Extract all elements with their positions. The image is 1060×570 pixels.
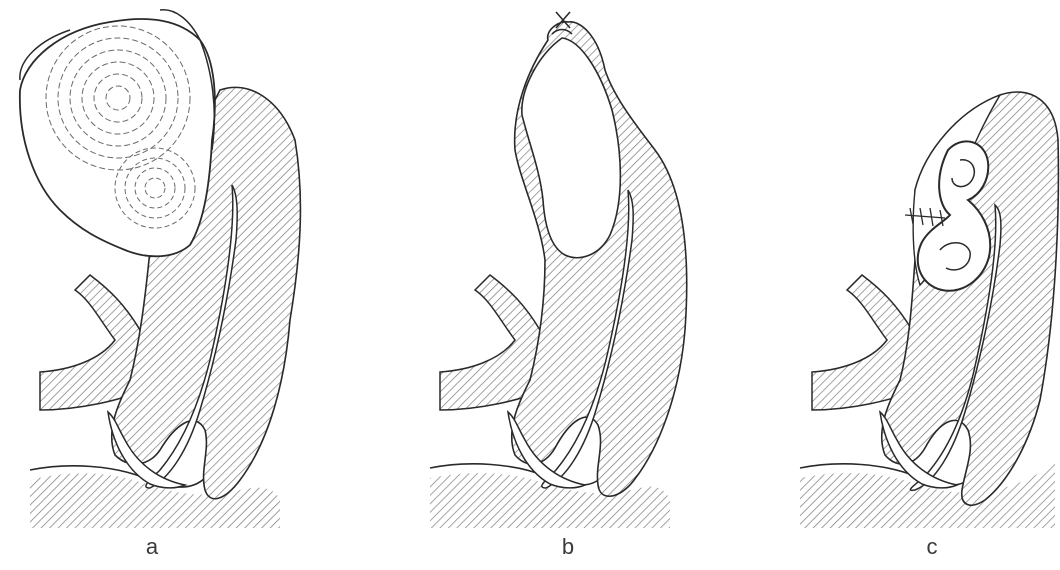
panel-b-drawing <box>430 12 687 528</box>
ground-c <box>800 462 1055 528</box>
panel-a-drawing <box>20 10 301 528</box>
panel-label-c: c <box>912 536 952 558</box>
panel-c-drawing <box>800 92 1058 528</box>
fibroid-mass-a <box>20 19 215 256</box>
panel-label-a: a <box>132 536 172 558</box>
panel-label-b: b <box>548 536 588 558</box>
